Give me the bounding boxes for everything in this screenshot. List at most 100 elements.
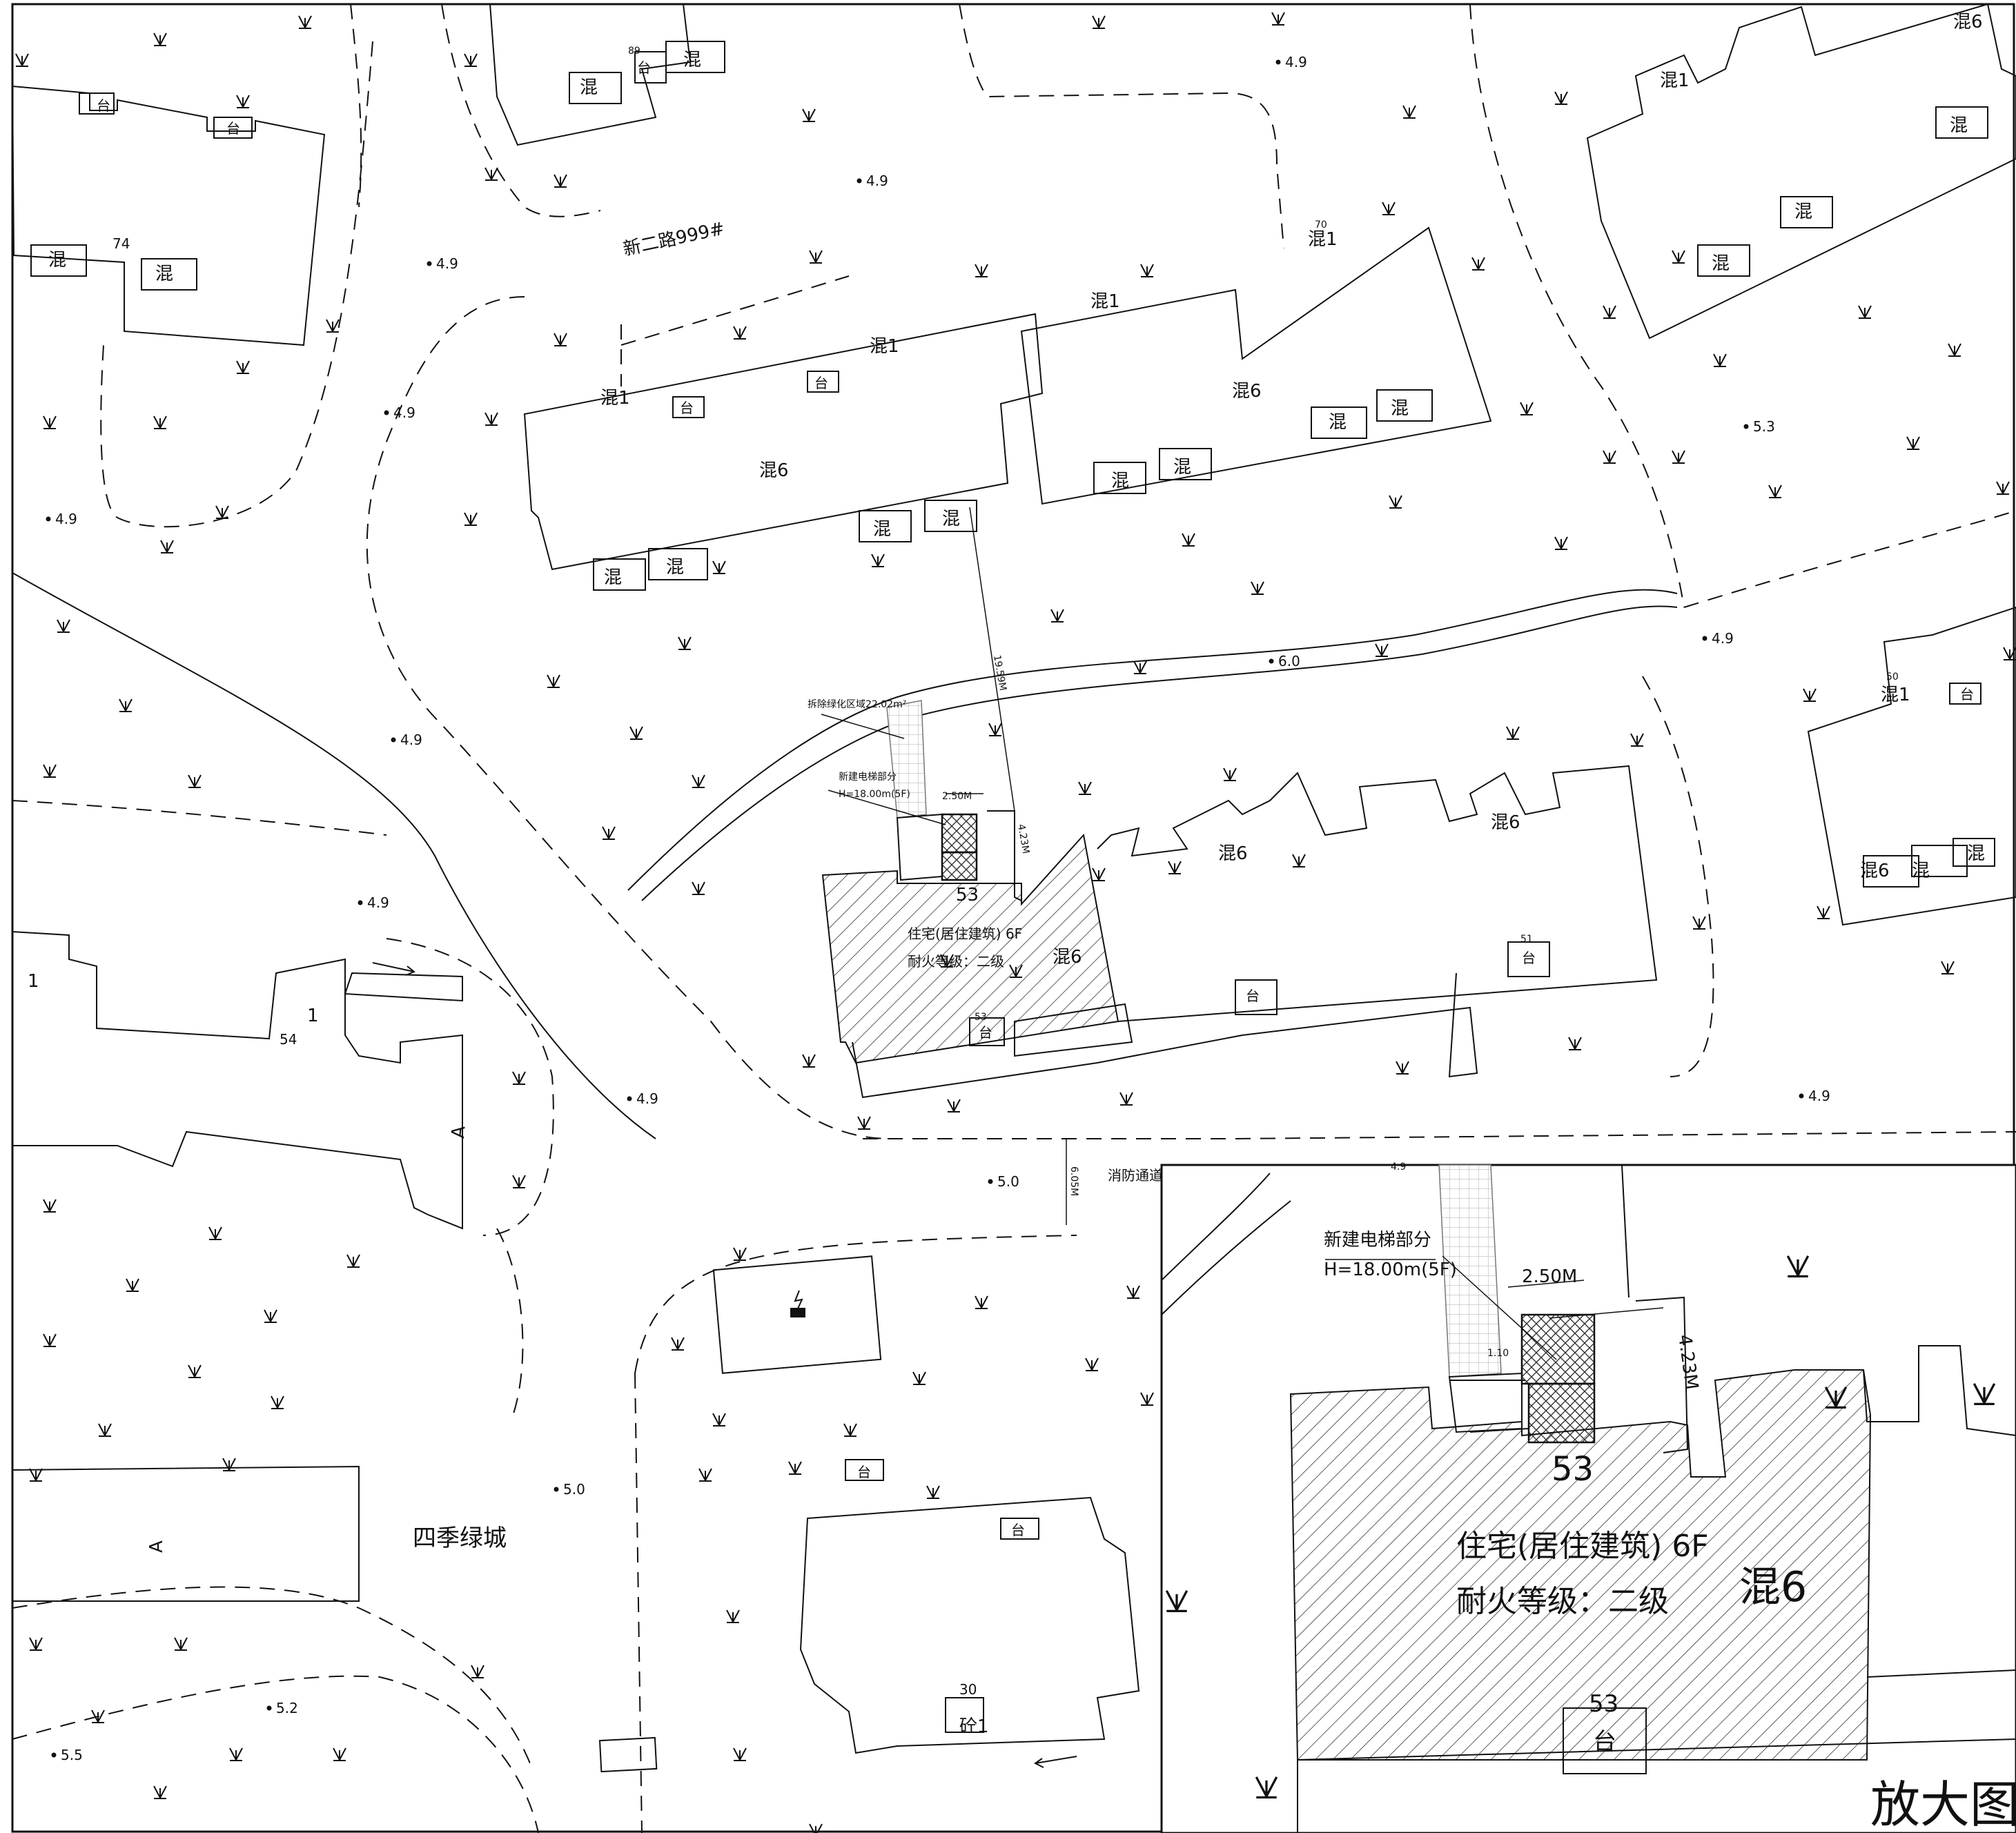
- balcony-label-tm: 台: [637, 59, 651, 76]
- structure-label-u: 混: [942, 509, 960, 529]
- inset-elev: 4.9: [1391, 1161, 1406, 1173]
- number-70: 70: [1315, 219, 1327, 231]
- elev-13: 5.0: [997, 1173, 1019, 1190]
- balcony-label-b: 台: [1246, 988, 1260, 1004]
- inset-title: 放大图: [1870, 1776, 2016, 1833]
- structure-label-n: 混: [48, 250, 66, 271]
- balcony-boxes: [79, 51, 1981, 1773]
- elev-12: 6.0: [1278, 653, 1300, 669]
- structure-label-t: 混: [873, 519, 891, 540]
- number-51: 51: [1520, 934, 1533, 945]
- inset-panel: [1160, 1164, 2016, 1833]
- building-top-center-1: [523, 313, 1044, 571]
- elev-5: 4.9: [55, 511, 77, 527]
- structure-label-d: 混6: [1232, 381, 1262, 402]
- structure-label-b: 混6: [1491, 812, 1520, 833]
- structure-label-w: 混: [1173, 457, 1191, 478]
- balcony-label-lc2: 台: [1011, 1522, 1025, 1538]
- elev-9: 4.9: [1712, 630, 1734, 647]
- building-top-center-2: [1020, 226, 1492, 505]
- structure-label-one-a: 1: [28, 971, 39, 992]
- target-building-53: [821, 765, 1658, 1099]
- structure-label-z: 混: [1712, 253, 1730, 274]
- inset-number-53-lower: 53: [1589, 1690, 1618, 1718]
- balcony-label-lc1: 台: [857, 1464, 871, 1480]
- structure-label-h: 混1: [870, 336, 899, 357]
- structure-label-one-b: 1: [307, 1006, 319, 1026]
- building-number-53-lower: 53: [975, 1012, 987, 1023]
- inset-number-53: 53: [1552, 1450, 1594, 1489]
- structure-label-g: 混1: [600, 388, 630, 409]
- building-use: 住宅(居住建筑) 6F: [908, 925, 1022, 942]
- fire-lane-label: 消防通道: [1108, 1167, 1163, 1184]
- elev-7: 4.9: [367, 894, 389, 911]
- structure-label-i: 混1: [1090, 291, 1120, 312]
- structure-label-e: 混6: [1953, 12, 1983, 32]
- number-74: 74: [112, 235, 130, 252]
- building-top-left: [11, 85, 326, 346]
- elev-15: 5.2: [276, 1700, 298, 1716]
- structure-label-c: 混6: [759, 460, 789, 481]
- building-number-53: 53: [956, 885, 979, 905]
- balcony-label-tl2: 台: [226, 120, 240, 137]
- arrow-left-icon: [1034, 1756, 1077, 1768]
- number-30: 30: [959, 1681, 977, 1698]
- structure-label-p: 混: [580, 77, 598, 98]
- balcony-label-tc1: 台: [680, 400, 694, 416]
- building-lower-left: [12, 930, 463, 1602]
- balcony-label-r: 台: [1960, 686, 1974, 703]
- structure-label-q: 混: [683, 50, 701, 70]
- structure-label-k: 混1: [1660, 70, 1690, 91]
- building-lower-center: [712, 1255, 1140, 1754]
- balcony-label-tc2: 台: [814, 375, 828, 391]
- elev-10: 4.9: [1808, 1088, 1830, 1104]
- elev-2: 4.9: [866, 173, 888, 189]
- dim-width-small: 2.50M: [942, 791, 972, 802]
- elev-11: 5.3: [1753, 418, 1775, 435]
- arrow-right-icon: [372, 962, 415, 976]
- number-89: 89: [628, 46, 640, 57]
- transformer-icon: [790, 1308, 805, 1317]
- lightning-icon: [794, 1290, 803, 1309]
- elevator-small: [886, 700, 1022, 901]
- inset-elevator-title: 新建电梯部分: [1324, 1230, 1431, 1251]
- inset-balcony: 台: [1593, 1728, 1616, 1756]
- number-50: 50: [1886, 672, 1899, 683]
- building-top-right: [1586, 3, 2016, 340]
- inset-elevator-height: H=18.00m(5F): [1324, 1259, 1457, 1280]
- elevator-note-title: 新建电梯部分: [839, 772, 897, 783]
- structure-label-y: 混: [1391, 398, 1409, 419]
- structure-boxes: [30, 41, 1995, 888]
- road-network: [12, 3, 2016, 1833]
- elev-8: 4.9: [636, 1090, 658, 1107]
- structure-label-a-lower: A: [146, 1540, 167, 1553]
- elevator-note-height: H=18.00m(5F): [839, 789, 910, 800]
- building-structure: 混6: [1053, 947, 1082, 968]
- structure-label-x: 混: [1329, 412, 1347, 433]
- structure-label-l: 混1: [1881, 685, 1910, 705]
- elev-14: 5.0: [563, 1481, 585, 1498]
- structure-label-f: 混6: [1860, 861, 1890, 881]
- inset-fire-rating: 耐火等级：二级: [1456, 1584, 1669, 1619]
- road-label: 新二路999#: [621, 218, 726, 259]
- structure-label-s: 混: [666, 557, 684, 578]
- elev-3: 4.9: [436, 255, 458, 272]
- number-54: 54: [280, 1031, 297, 1048]
- main-road-edge: [12, 572, 1678, 1139]
- building-top-mid: [489, 3, 692, 146]
- inset-dim-width: 2.50M: [1522, 1266, 1577, 1287]
- elev-6: 4.9: [400, 732, 422, 748]
- balcony-label-tl1: 台: [97, 97, 110, 114]
- inset-small-dim: 1.10: [1487, 1348, 1509, 1359]
- inset-structure: 混6: [1739, 1563, 1807, 1611]
- demolish-note: 拆除绿化区域22.02m²: [808, 699, 906, 710]
- structure-label-v: 混: [1111, 471, 1129, 491]
- structure-label-a: 混6: [1218, 843, 1248, 864]
- balcony-label-53: 台: [979, 1024, 992, 1041]
- community-label: 四季绿城: [413, 1525, 507, 1552]
- structure-label-a-upper: A: [448, 1125, 469, 1139]
- map-frame: [11, 3, 2015, 1833]
- building-right: [1807, 606, 2016, 926]
- structure-label-aa: 混: [1794, 202, 1812, 222]
- balcony-label-51: 台: [1522, 950, 1536, 966]
